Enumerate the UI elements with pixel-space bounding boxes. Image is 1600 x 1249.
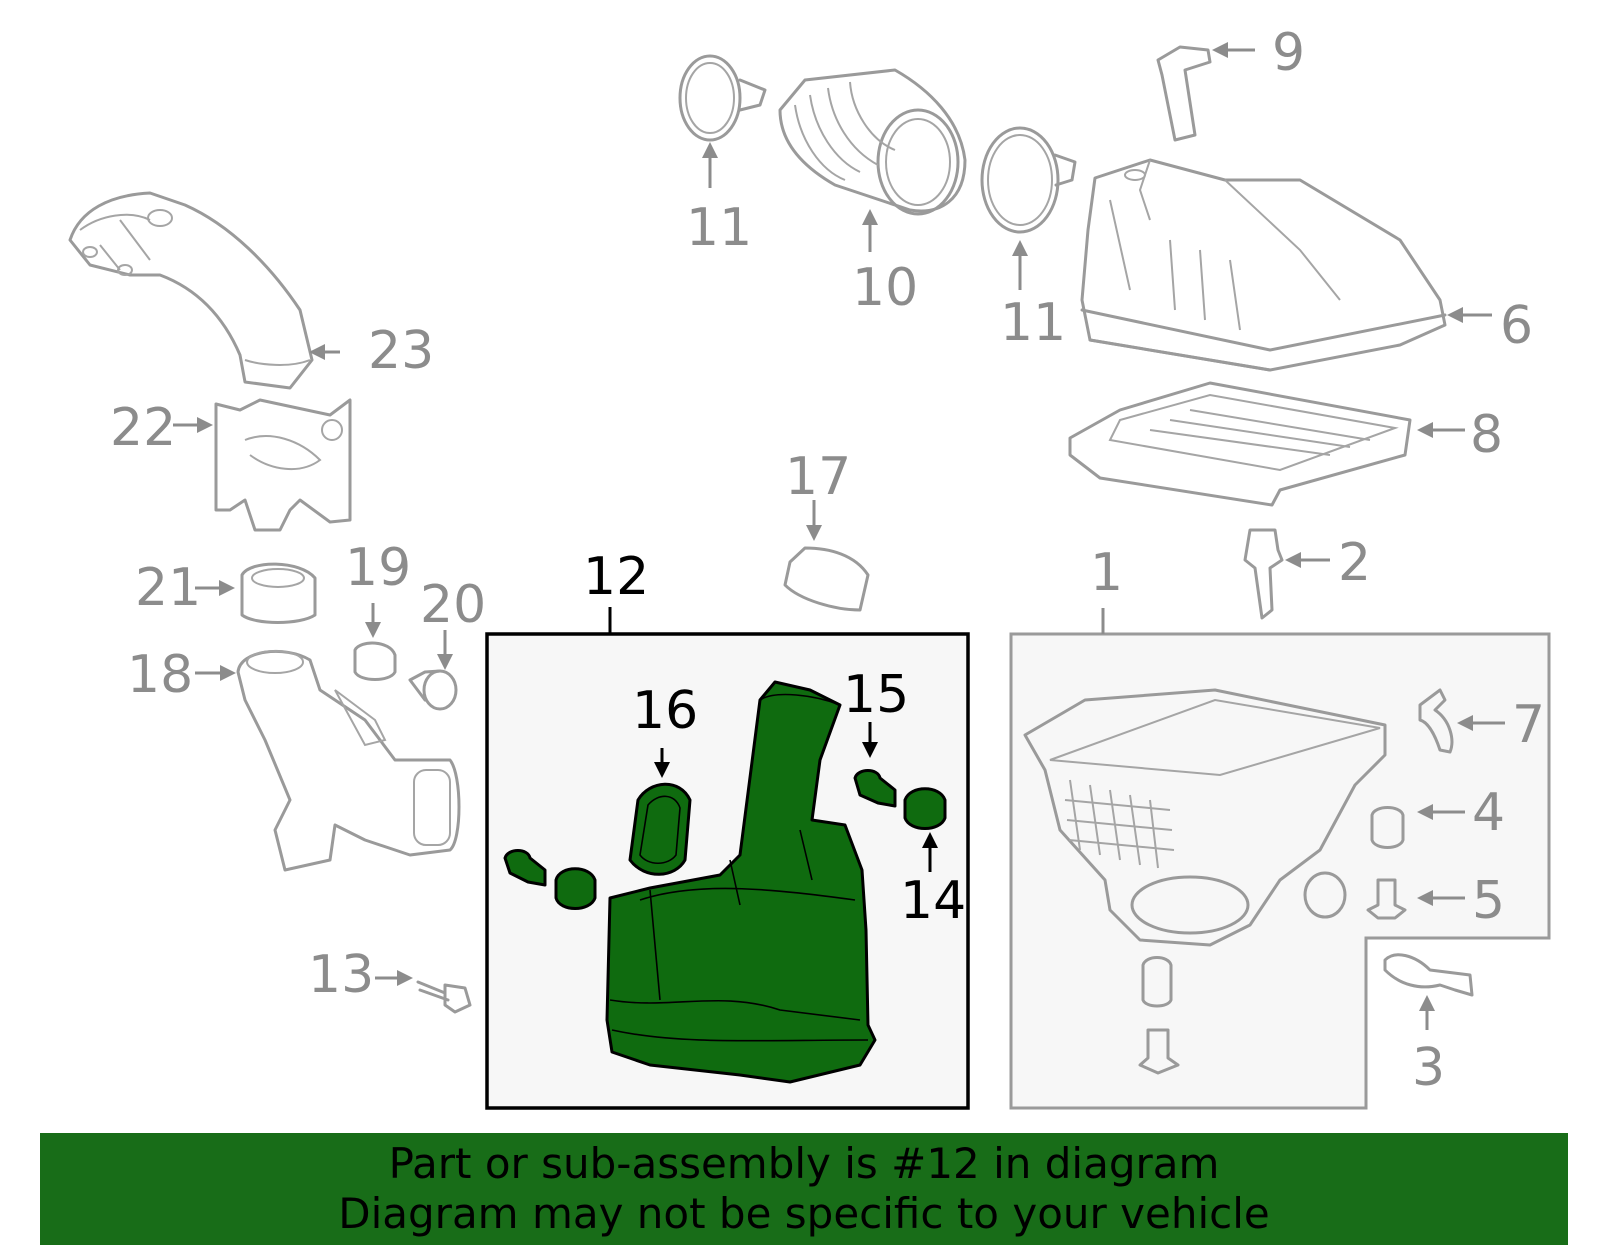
callout-21: 21 <box>135 558 201 618</box>
part-2-bolt <box>1243 528 1284 620</box>
callout-11-upper: 11 <box>686 198 752 258</box>
part-12-resonator-assembly <box>605 680 877 1084</box>
callout-18: 18 <box>127 645 193 705</box>
part-4-grommet-lower <box>1141 956 1173 1008</box>
assembly-box-1 <box>1009 632 1551 1110</box>
callout-9: 9 <box>1272 23 1305 83</box>
callout-22: 22 <box>110 398 176 458</box>
callout-15: 15 <box>843 665 909 725</box>
part-21-grommet <box>240 562 317 624</box>
callout-6: 6 <box>1500 296 1533 356</box>
part-10-intake-hose <box>778 68 967 216</box>
part-8-air-filter <box>1068 381 1412 507</box>
part-5-collar-lower <box>1138 1028 1180 1075</box>
callout-16: 16 <box>632 681 698 741</box>
part-4-grommet <box>1370 806 1405 849</box>
banner-line-1: Part or sub-assembly is #12 in diagram <box>388 1139 1220 1188</box>
part-11-clamp-lower <box>980 126 1077 234</box>
part-11-clamp-upper <box>678 54 767 142</box>
callout-5: 5 <box>1472 871 1505 931</box>
callout-4: 4 <box>1472 783 1505 843</box>
part-18-resonator <box>236 649 461 872</box>
callout-10: 10 <box>852 258 918 318</box>
part-5-collar <box>1366 878 1407 920</box>
part-6-air-cleaner-cover <box>1080 158 1447 372</box>
info-banner: Part or sub-assembly is #12 in diagram D… <box>40 1133 1568 1245</box>
callout-20: 20 <box>420 575 486 635</box>
part-20-collar <box>408 669 458 711</box>
part-14-grommet-left[interactable] <box>554 867 597 910</box>
callout-13: 13 <box>308 945 374 1005</box>
part-1-air-cleaner-housing <box>1023 688 1387 947</box>
part-23-intake-duct <box>68 191 314 390</box>
leader-arrows <box>173 42 1505 1030</box>
part-15-collar[interactable] <box>853 769 897 808</box>
callout-12: 12 <box>583 547 649 607</box>
part-13-bolt <box>416 980 472 1014</box>
callout-2: 2 <box>1338 533 1371 593</box>
callout-23: 23 <box>368 321 434 381</box>
part-17-cap <box>783 546 870 612</box>
callout-19: 19 <box>345 538 411 598</box>
part-16-seal[interactable] <box>628 782 692 876</box>
callout-17: 17 <box>785 447 851 507</box>
part-22-bracket <box>214 398 352 532</box>
part-15-collar-left[interactable] <box>503 849 547 887</box>
part-7-clip <box>1418 688 1454 754</box>
callout-14: 14 <box>900 871 966 931</box>
callout-11-lower: 11 <box>1000 293 1066 353</box>
part-9-sensor <box>1156 45 1212 142</box>
banner-line-2: Diagram may not be specific to your vehi… <box>338 1189 1270 1238</box>
part-3-bracket <box>1383 953 1474 997</box>
callout-7: 7 <box>1512 695 1545 755</box>
callout-3: 3 <box>1412 1038 1445 1098</box>
callout-8: 8 <box>1470 405 1503 465</box>
part-19-grommet <box>353 641 397 681</box>
callout-1: 1 <box>1090 543 1123 603</box>
part-14-grommet[interactable] <box>903 787 947 830</box>
